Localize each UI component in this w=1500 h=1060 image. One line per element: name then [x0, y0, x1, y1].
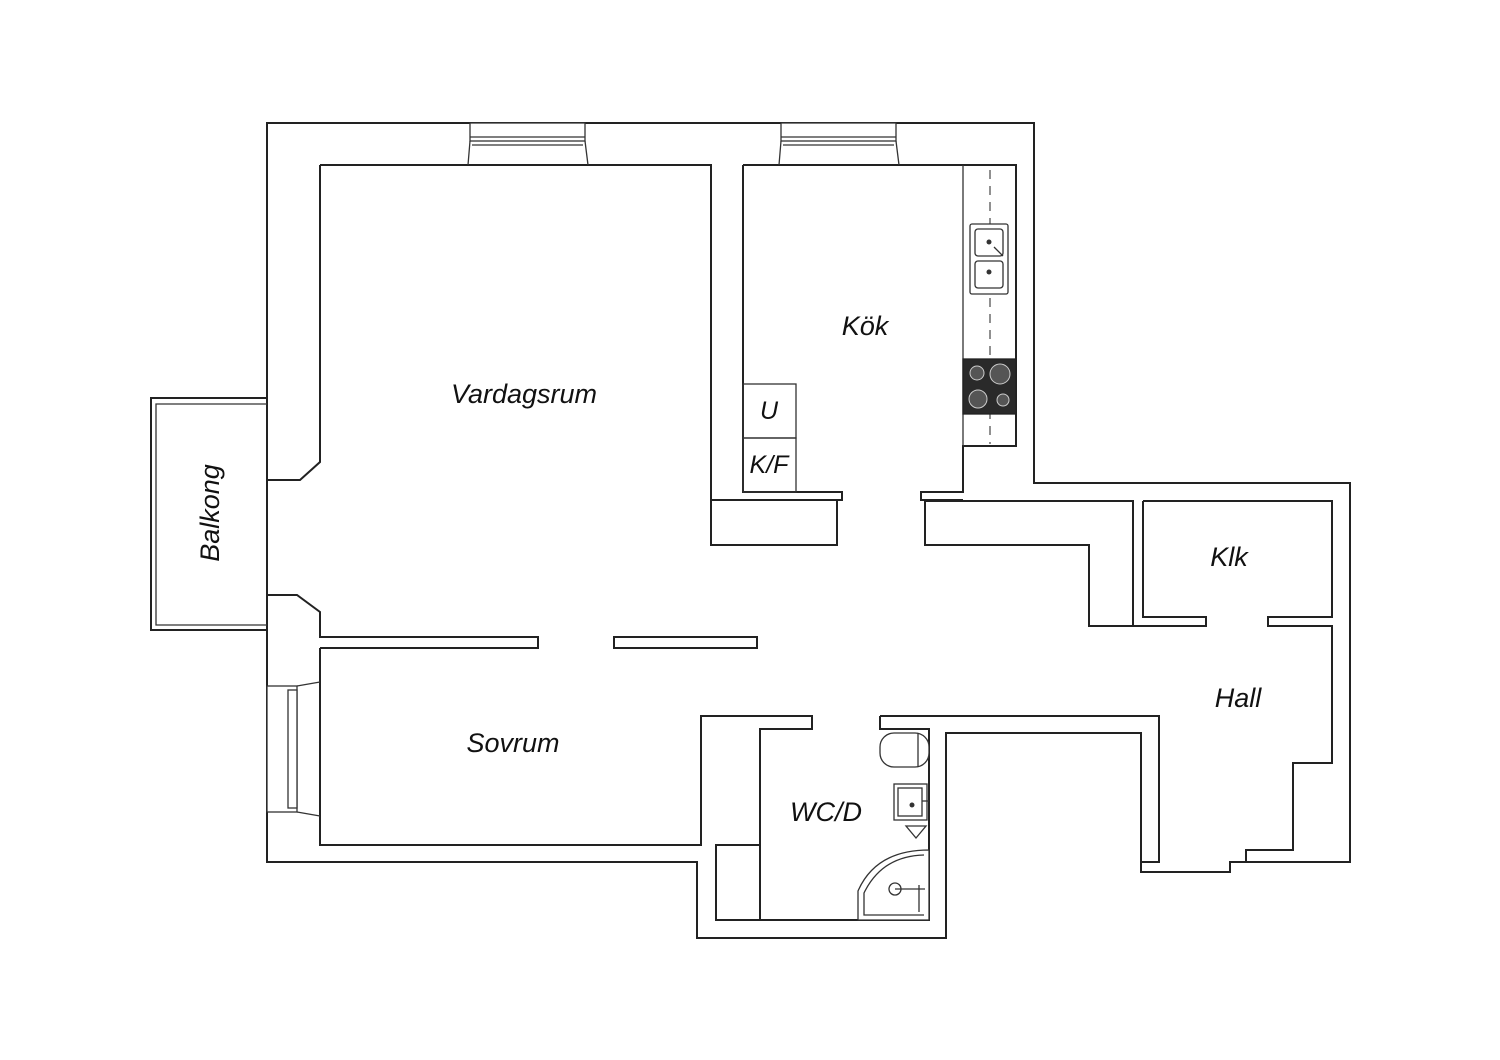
sink-icon — [969, 223, 1009, 295]
window-kitchen — [778, 122, 900, 166]
washbasin-icon — [893, 783, 929, 840]
room-label-klk: Klk — [1210, 542, 1249, 572]
window-bedroom — [266, 681, 321, 817]
passage-divider — [613, 636, 758, 649]
window-living — [467, 122, 589, 166]
wc-wall — [715, 715, 1160, 921]
balkong — [150, 397, 267, 631]
fridge-box — [742, 437, 797, 493]
oven-label: U — [760, 397, 779, 425]
room-label-hall: Hall — [1215, 683, 1263, 713]
vardagsrum-wall — [267, 164, 838, 649]
room-label-sovrum: Sovrum — [466, 728, 559, 758]
room-label-balkong: Balkong — [195, 464, 225, 562]
room-label-kok: Kök — [842, 311, 890, 341]
sovrum-wall — [319, 648, 813, 920]
klk-wall — [1133, 500, 1333, 862]
kok-wall — [711, 164, 1017, 501]
room-label-vardagsrum: Vardagsrum — [451, 379, 597, 409]
passage-wall — [924, 500, 1134, 627]
fridge-label: K/F — [750, 451, 791, 479]
outer-wall — [266, 122, 1351, 939]
room-label-wc: WC/D — [790, 797, 862, 827]
toilet-icon — [879, 732, 930, 768]
shower-icon — [857, 849, 930, 921]
stove-icon — [962, 358, 1017, 415]
